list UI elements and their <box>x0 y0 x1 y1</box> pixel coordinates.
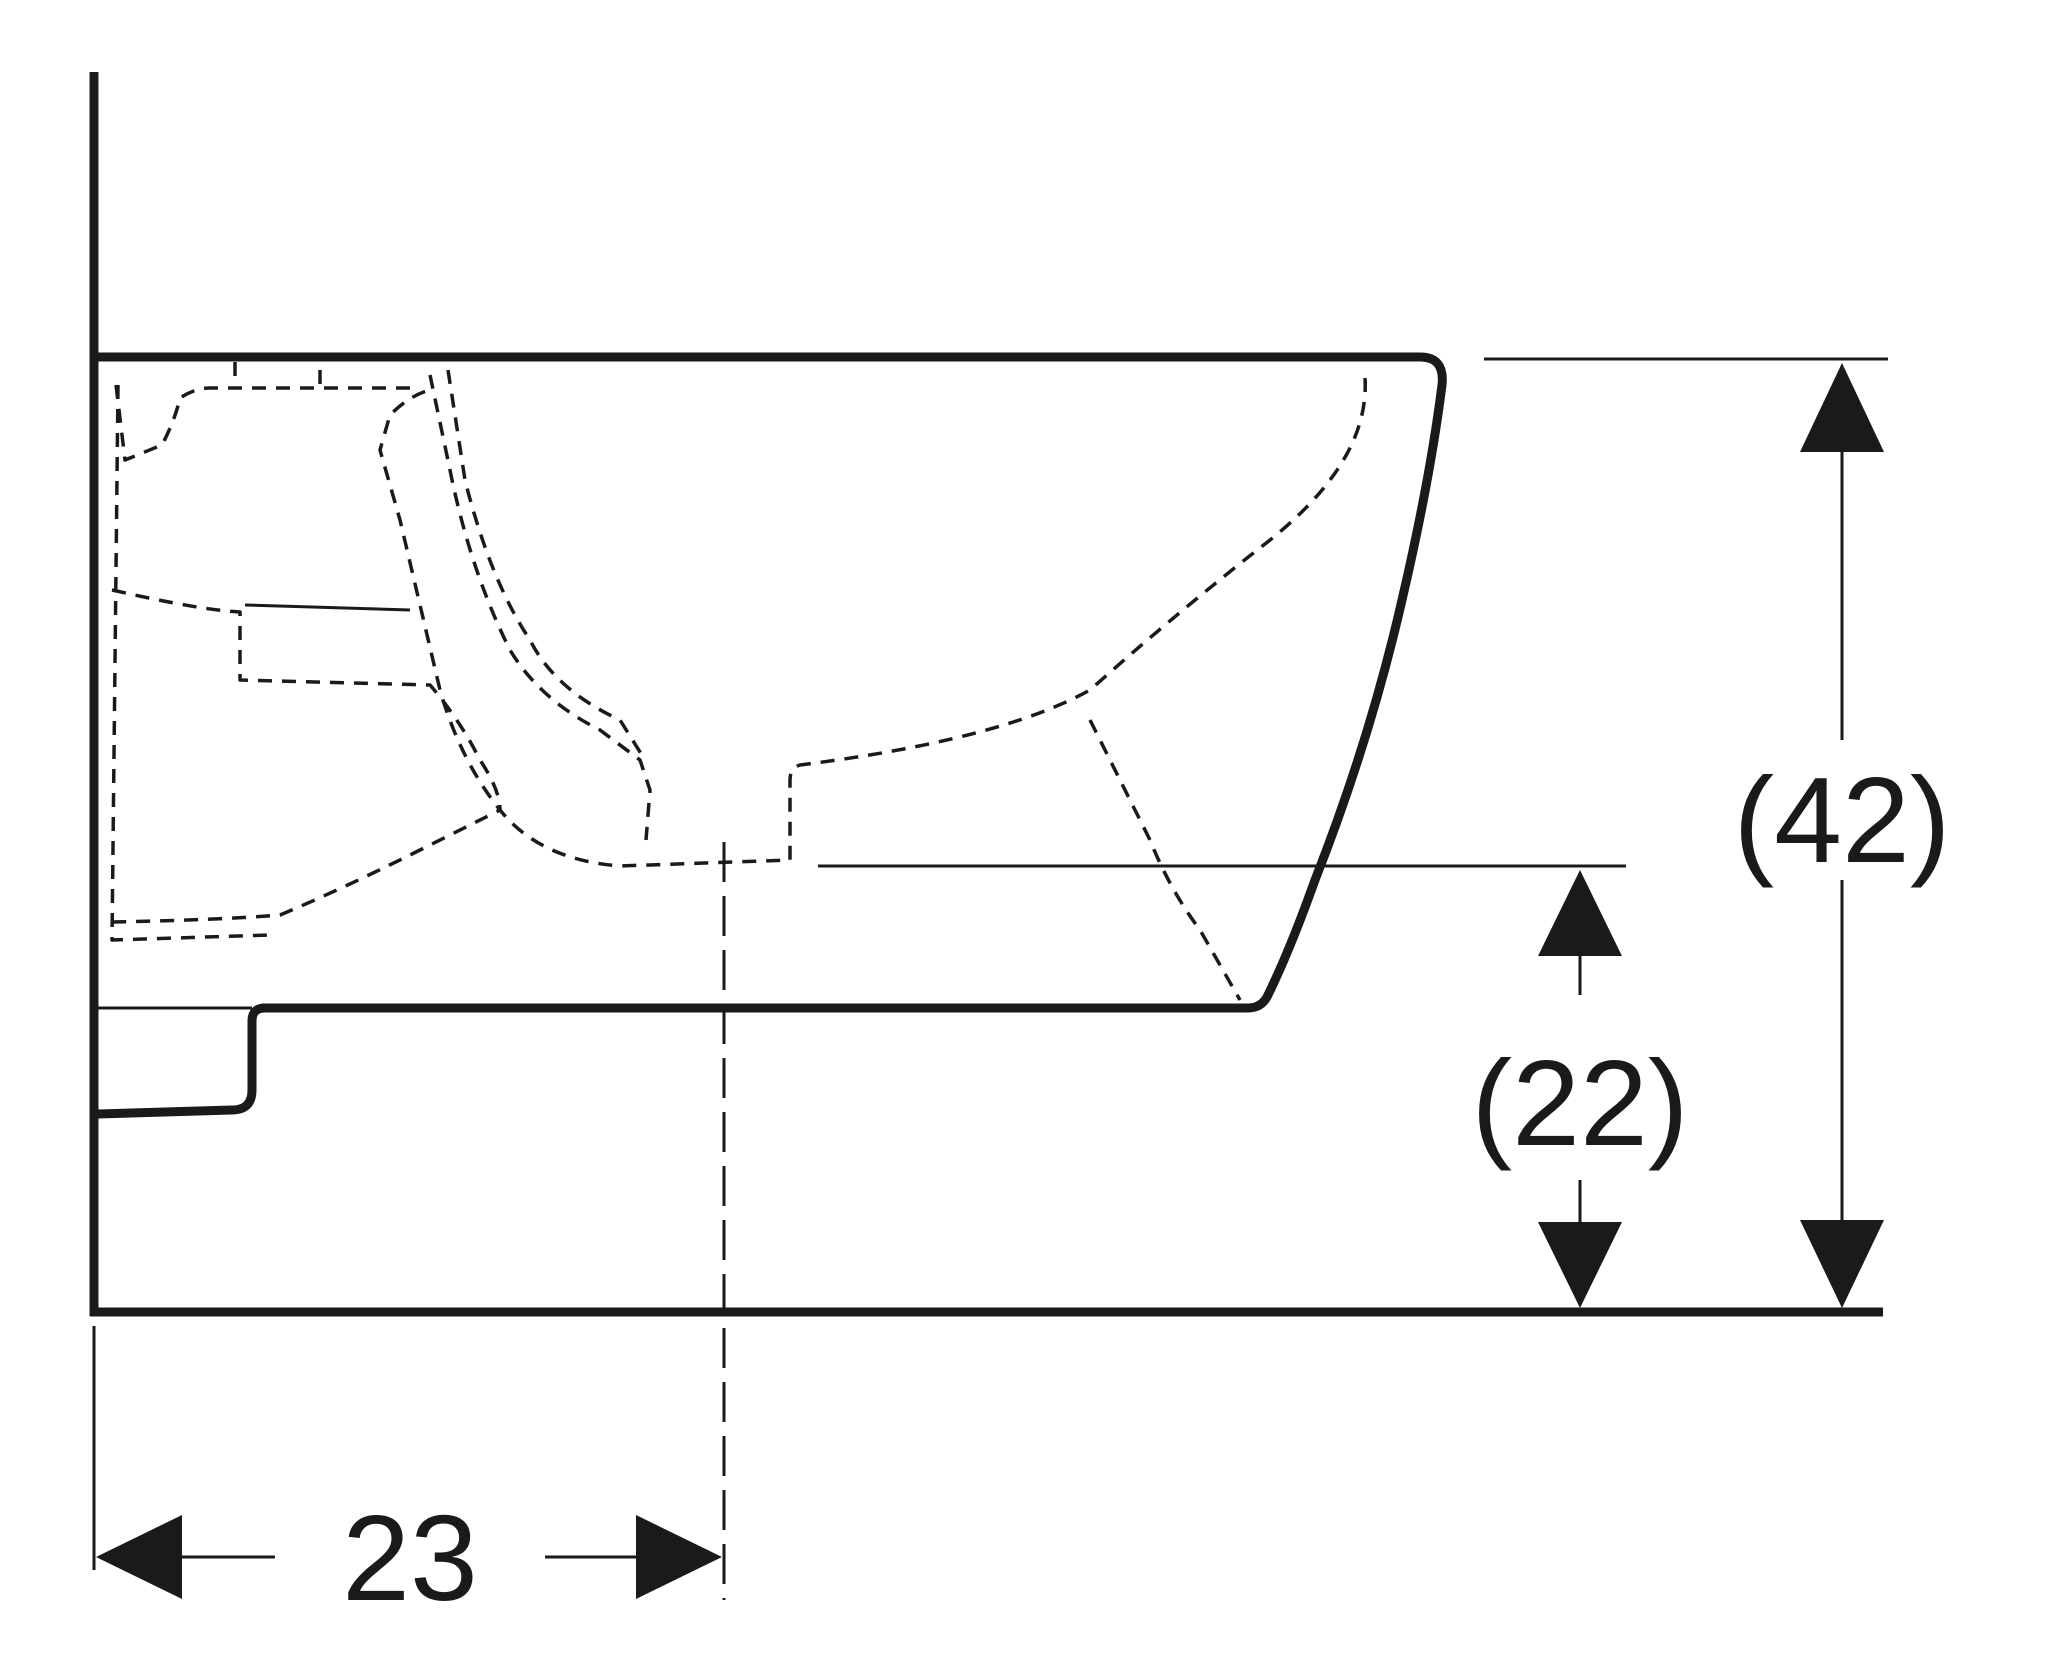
dim-22-label: (22) <box>1472 1035 1689 1171</box>
hidden-internal-geometry <box>110 362 1367 1001</box>
flush-channel <box>114 384 420 462</box>
dim-42-arrow-top <box>1800 363 1884 452</box>
dim-42-arrow-bottom <box>1800 1220 1884 1308</box>
lower-internal-line <box>111 808 501 924</box>
dimension-total-height: (42) <box>1734 363 1951 1308</box>
dim-23-arrow-left <box>96 1515 182 1599</box>
dimension-wall-to-outlet: 23 <box>92 1326 722 1626</box>
trapway-inner <box>428 374 652 841</box>
dim-22-arrow-top <box>1538 870 1622 956</box>
bowl-inner-curve <box>378 377 1367 868</box>
fixing-bolt-line <box>244 603 411 612</box>
dimension-outlet-height: (22) <box>1472 870 1689 1308</box>
dim-22-arrow-bottom <box>1538 1222 1622 1308</box>
front-internal-line <box>1088 719 1242 1001</box>
dim-23-label: 23 <box>342 1490 478 1626</box>
trapway-outer <box>446 369 647 761</box>
bowl-outline <box>96 352 1447 1119</box>
dim-42-label: (42) <box>1734 752 1951 888</box>
back-outlet <box>110 384 271 942</box>
dim-23-arrow-right <box>636 1515 722 1599</box>
